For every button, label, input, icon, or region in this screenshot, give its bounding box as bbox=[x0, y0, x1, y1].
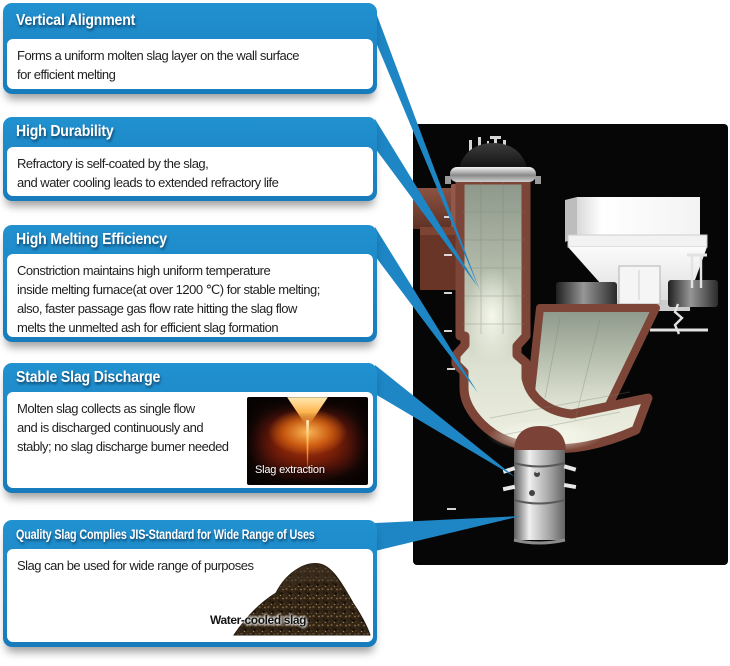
description-line: Slag can be used for wide range of purpo… bbox=[17, 558, 254, 573]
callout-title: High Durability bbox=[16, 123, 114, 140]
wall-ticks bbox=[444, 216, 456, 510]
description-line: melts the unmelted ash for efficient sla… bbox=[17, 320, 279, 335]
connector-quality-slag bbox=[375, 516, 521, 551]
callout-high-durability: High Durability Refractory is self-coate… bbox=[3, 117, 377, 201]
furnace-cap bbox=[445, 136, 541, 184]
callout-title: Stable Slag Discharge bbox=[16, 368, 161, 386]
water-cooled-slag-photo bbox=[233, 563, 371, 636]
description-line: inside melting furnace(at over 1200 ℃) f… bbox=[17, 282, 320, 297]
callout-description: Constriction maintains high uniform temp… bbox=[7, 254, 373, 337]
connector-high-durability bbox=[375, 119, 478, 287]
slag-extraction-photo: Slag extraction bbox=[247, 397, 368, 485]
description-line: also, faster passage gas flow rate hitti… bbox=[17, 301, 297, 316]
ash-hopper bbox=[536, 197, 718, 337]
callout-title-bar: High Durability bbox=[7, 117, 373, 147]
description-line: for efficient melting bbox=[17, 67, 116, 82]
callout-title-bar: Stable Slag Discharge bbox=[7, 363, 373, 392]
callout-description: Forms a uniform molten slag layer on the… bbox=[7, 39, 373, 89]
furnace-3d-model bbox=[413, 136, 718, 545]
callout-title-bar: Vertical Alignment bbox=[7, 3, 373, 39]
connector-vertical-alignment bbox=[375, 10, 480, 291]
callout-title-bar: High Melting Efficiency bbox=[7, 225, 373, 254]
description-line: stably; no slag discharge bumer needed bbox=[17, 439, 229, 454]
refractory-grid bbox=[462, 182, 631, 437]
callout-high-melting-efficiency: High Melting Efficiency Constriction mai… bbox=[3, 225, 377, 342]
connector-stable-slag-discharge bbox=[375, 365, 515, 477]
callout-title: High Melting Efficiency bbox=[16, 230, 167, 248]
callout-connectors bbox=[375, 10, 521, 551]
connector-high-melting-efficiency bbox=[375, 227, 478, 393]
callout-description: Molten slag collects as single flow and … bbox=[7, 392, 373, 488]
description-line: Constriction maintains high uniform temp… bbox=[17, 263, 271, 278]
description-line: Forms a uniform molten slag layer on the… bbox=[17, 48, 300, 63]
description-line: Refractory is self-coated by the slag, bbox=[17, 156, 209, 171]
photo-caption: Water-cooled slag bbox=[210, 613, 307, 627]
description-line: and water cooling leads to extended refr… bbox=[17, 175, 279, 190]
callout-quality-slag: Quality Slag Complies JIS-Standard for W… bbox=[3, 520, 377, 647]
slag-discharge-unit bbox=[502, 426, 577, 545]
callout-description: Refractory is self-coated by the slag, a… bbox=[7, 147, 373, 196]
callout-description: Slag can be used for wide range of purpo… bbox=[7, 549, 373, 642]
description-line: Molten slag collects as single flow bbox=[17, 401, 195, 416]
callout-vertical-alignment: Vertical Alignment Forms a uniform molte… bbox=[3, 3, 377, 94]
callout-title: Vertical Alignment bbox=[16, 12, 136, 29]
molten-slag-stream bbox=[306, 419, 309, 473]
callout-stable-slag-discharge: Stable Slag Discharge Molten slag collec… bbox=[3, 363, 377, 493]
description-line: and is discharged continuously and bbox=[17, 420, 204, 435]
callout-title-bar: Quality Slag Complies JIS-Standard for W… bbox=[7, 520, 373, 549]
discharge-nozzles bbox=[502, 464, 577, 496]
callout-title: Quality Slag Complies JIS-Standard for W… bbox=[16, 527, 315, 542]
photo-caption: Slag extraction bbox=[255, 464, 325, 476]
